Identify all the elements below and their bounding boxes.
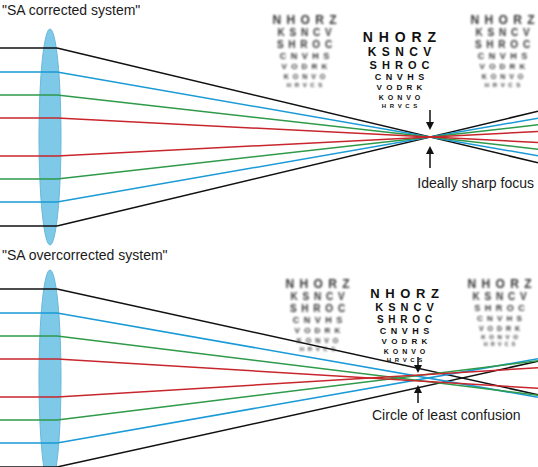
eye-chart-row: V O D R K xyxy=(295,327,342,335)
eye-chart-row: K S N C V xyxy=(368,46,432,58)
eye-chart-row: S H R O C xyxy=(377,315,433,325)
eye-chart-row: S H R O C xyxy=(290,304,346,314)
eye-chart-row: N H O R Z xyxy=(273,14,338,26)
refracted-ray xyxy=(57,118,538,202)
eye-chart-row: K O N V O xyxy=(482,73,524,80)
incoming-ray xyxy=(0,71,57,73)
incoming-ray xyxy=(0,466,57,467)
incoming-ray xyxy=(0,94,57,96)
eye-chart-row: K S N C V xyxy=(290,292,345,302)
eye-chart-row: H R V C S xyxy=(485,82,522,88)
eye-chart-row: V O D R K xyxy=(479,325,521,332)
eye-chart-row: S H R O C xyxy=(277,40,333,50)
refracted-ray xyxy=(57,336,538,395)
incoming-ray xyxy=(0,155,57,157)
callout-label: Circle of least confusion xyxy=(372,407,521,423)
lens xyxy=(39,270,61,467)
incoming-ray xyxy=(0,178,57,180)
eye-chart-row: K O N V O xyxy=(384,348,426,355)
incoming-ray xyxy=(0,442,57,444)
eye-chart-row: K S N C V xyxy=(472,292,527,302)
eye-chart-row: H R V C S xyxy=(287,82,324,88)
incoming-ray xyxy=(0,201,57,203)
eye-chart-row: C N V H S xyxy=(280,52,331,61)
incoming-ray xyxy=(0,47,57,49)
eye-chart-row: V O D R K xyxy=(382,338,429,346)
eye-chart-row: H R V C S xyxy=(382,103,419,109)
refracted-ray xyxy=(57,359,538,388)
refracted-ray xyxy=(57,48,538,163)
callout-label: Ideally sharp focus xyxy=(417,175,534,191)
eye-chart-row: N H O R Z xyxy=(370,287,440,300)
eye-chart-row: K S N C V xyxy=(375,302,435,313)
incoming-ray xyxy=(0,225,57,227)
eye-chart-row: C N V H S xyxy=(478,52,529,61)
refracted-ray xyxy=(57,131,538,156)
eye-chart-row: C N V H S xyxy=(380,327,431,336)
refracted-ray xyxy=(57,111,538,226)
eye-chart-row: V O D R K xyxy=(282,63,329,71)
incoming-ray xyxy=(0,288,57,290)
refracted-ray xyxy=(57,95,538,149)
eye-chart-row: H R V C S xyxy=(300,346,337,352)
eye-chart-row: S H R O C xyxy=(370,60,431,71)
refracted-ray xyxy=(57,361,538,467)
incoming-ray xyxy=(0,358,57,360)
eye-chart-row: N H O R Z xyxy=(286,278,351,290)
eye-chart-row: S H R O C xyxy=(474,304,526,313)
eye-chart-row: K O N V O xyxy=(481,334,519,340)
incoming-ray xyxy=(0,419,57,421)
eye-chart-row: N H O R Z xyxy=(471,14,536,26)
eye-chart-row: C N V H S xyxy=(293,316,344,325)
lens xyxy=(39,29,61,245)
eye-chart-row: K S N C V xyxy=(475,28,530,38)
eye-chart-row: H R V C S xyxy=(387,357,424,363)
eye-chart-row: K O N V O xyxy=(379,94,421,101)
eye-chart-row: N H O R Z xyxy=(468,278,533,290)
refracted-ray xyxy=(57,368,538,397)
panel-title: "SA overcorrected system" xyxy=(2,247,168,263)
pointer-arrow xyxy=(429,148,431,168)
eye-chart-row: K O N V O xyxy=(297,337,339,344)
refracted-ray xyxy=(57,289,538,395)
eye-chart-row: C N V H S xyxy=(375,73,426,82)
panel-title: "SA corrected system" xyxy=(2,2,140,18)
eye-chart-row: N H O R Z xyxy=(363,30,437,44)
pointer-arrow xyxy=(417,387,419,403)
eye-chart-row: K O N V O xyxy=(284,73,326,80)
eye-chart-row: C N V H S xyxy=(477,315,523,323)
eye-chart-row: V O D R K xyxy=(377,84,424,92)
incoming-ray xyxy=(0,117,57,119)
eye-chart-row: K S N C V xyxy=(277,28,332,38)
refracted-ray xyxy=(57,359,538,443)
eye-chart-row: V O D R K xyxy=(480,63,527,71)
refracted-ray xyxy=(57,72,538,156)
incoming-ray xyxy=(0,396,57,398)
refracted-ray xyxy=(57,313,538,397)
eye-chart-row: S H R O C xyxy=(475,40,531,50)
pointer-arrow xyxy=(429,110,431,128)
refracted-ray xyxy=(57,118,538,143)
incoming-ray xyxy=(0,335,57,337)
incoming-ray xyxy=(0,312,57,314)
eye-chart-row: H R V C S xyxy=(484,342,516,347)
refracted-ray xyxy=(57,125,538,179)
